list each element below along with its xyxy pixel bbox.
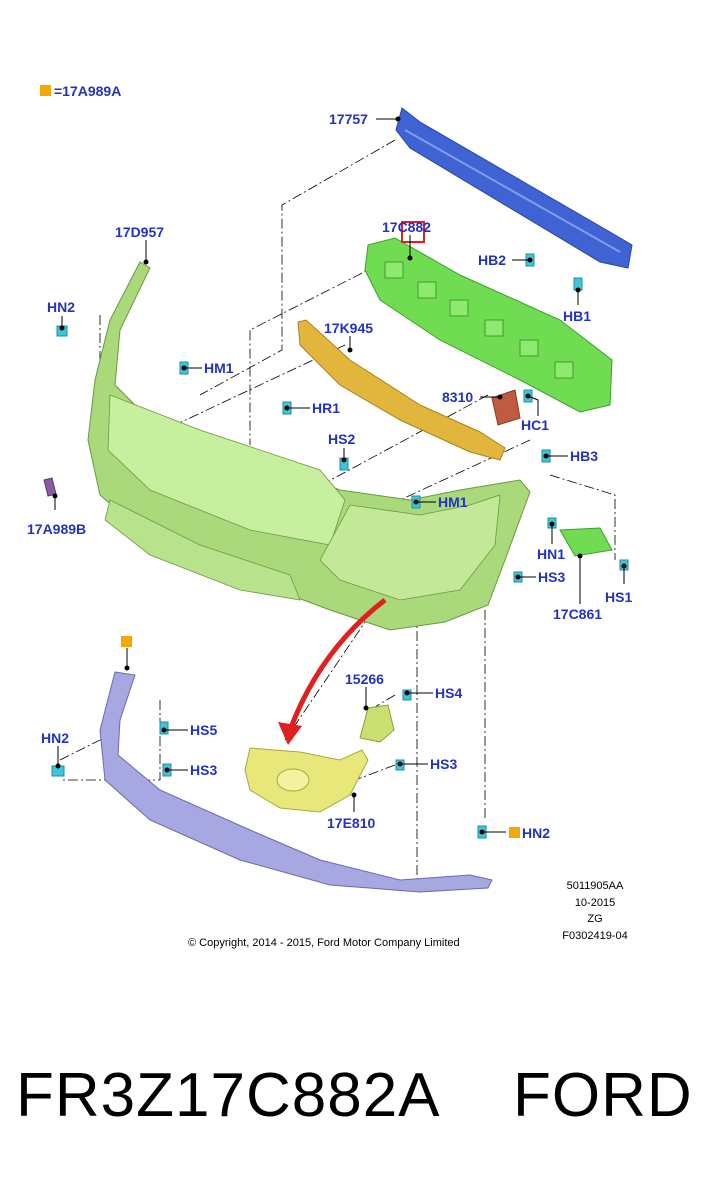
bumper-reinforcement: [395, 107, 633, 269]
label-17E810: 17E810: [327, 815, 375, 831]
copyright: © Copyright, 2014 - 2015, Ford Motor Com…: [188, 937, 460, 949]
trim-strip: [297, 319, 506, 461]
meta-line-1: 5011905AA: [567, 880, 624, 892]
label-HC1: HC1: [521, 417, 549, 433]
label-HS1: HS1: [605, 589, 632, 605]
label-HS2: HS2: [328, 431, 355, 447]
direction-arrow: [287, 598, 387, 731]
label-HN2-bottom: HN2: [522, 825, 550, 841]
label-HB3: HB3: [570, 448, 598, 464]
marker-17A989A-bottom: [509, 827, 520, 838]
bracket-8310: [491, 389, 521, 426]
label-HR1: HR1: [312, 400, 340, 416]
footer: FR3Z17C882A FORD: [0, 1060, 708, 1160]
label-HB1: HB1: [563, 308, 591, 324]
label-15266: 15266: [345, 671, 384, 687]
meta-line-2: 10-2015: [575, 897, 615, 909]
label-HB2: HB2: [478, 252, 506, 268]
part-number: FR3Z17C882A: [16, 1061, 441, 1130]
label-HM1-top: HM1: [204, 360, 234, 376]
brand-name: FORD: [513, 1061, 693, 1130]
label-HS5: HS5: [190, 722, 217, 738]
meta-line-4: F0302419-04: [562, 930, 627, 942]
label-17A989B: 17A989B: [27, 521, 86, 537]
clip-17C861: [559, 527, 613, 557]
lower-lip: [99, 671, 493, 893]
label-HN1: HN1: [537, 546, 565, 562]
label-HS3-mid: HS3: [430, 756, 457, 772]
label-HS3-left: HS3: [190, 762, 217, 778]
label-17K945: 17K945: [324, 320, 373, 336]
label-HS4: HS4: [435, 685, 462, 701]
highlight-box: [401, 221, 425, 243]
label-HM1-mid: HM1: [438, 494, 468, 510]
label-HS3-right: HS3: [538, 569, 565, 585]
bracket-17A989B: [43, 477, 57, 497]
marker-17A989A-left: [121, 636, 132, 647]
label-8310: 8310: [442, 389, 473, 405]
label-17D957: 17D957: [115, 224, 164, 240]
leaders: [52, 116, 627, 835]
label-17C861: 17C861: [553, 606, 602, 622]
parts-diagram: =17A989A: [27, 83, 633, 949]
legend-marker: [40, 85, 51, 96]
label-HN2-top: HN2: [47, 299, 75, 315]
legend-label: =17A989A: [54, 83, 121, 99]
label-17C882: 17C882: [382, 219, 431, 235]
meta-line-3: ZG: [587, 913, 602, 925]
label-HN2-left: HN2: [41, 730, 69, 746]
label-17757: 17757: [329, 111, 368, 127]
bracket-15266: [359, 704, 395, 743]
